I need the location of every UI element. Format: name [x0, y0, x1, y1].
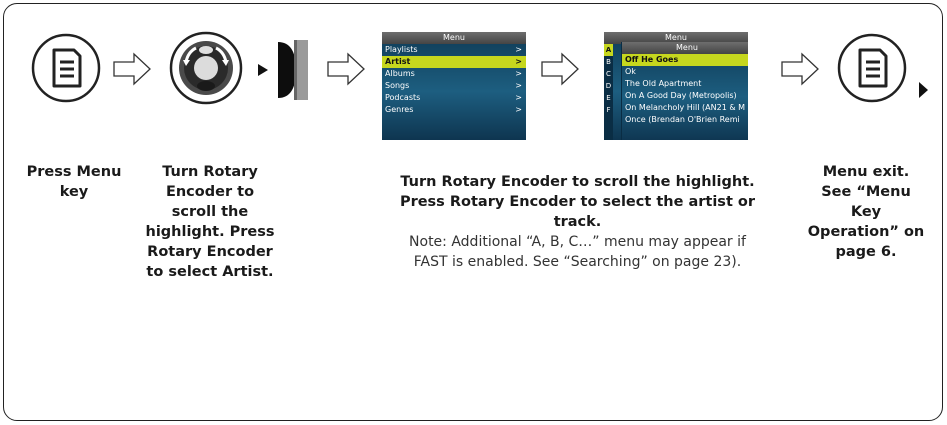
play-triangle-icon — [919, 82, 928, 98]
letter-menu-screen: Menu A B C D E F Menu Off He Goes Ok The… — [604, 32, 748, 140]
arrow-right-icon — [113, 52, 151, 86]
menu-item-albums[interactable]: Albums> — [385, 69, 522, 78]
track-item[interactable]: Once (Brendan O'Brien Remi — [625, 115, 740, 124]
letter-item[interactable]: A — [604, 44, 613, 56]
back-screen-title: Menu — [604, 32, 748, 44]
rotary-encoder-icon — [169, 31, 243, 105]
menu-item-artist[interactable]: Artist> — [382, 56, 526, 68]
caption-turn-encoder: Turn Rotary Encoder to scroll the highli… — [145, 164, 275, 280]
letter-item[interactable]: C — [606, 70, 611, 78]
caption-note: Note: Additional “A, B, C…” menu may app… — [409, 234, 746, 270]
track-item[interactable]: Off He Goes — [622, 54, 748, 66]
caption-press-menu: Press Menu key — [26, 164, 122, 200]
track-item[interactable]: On A Good Day (Metropolis) — [625, 91, 737, 100]
menu-screen: Menu Playlists> Artist> Albums> Songs> P… — [382, 32, 526, 140]
letter-item[interactable]: E — [606, 94, 611, 102]
arrow-right-icon — [541, 52, 579, 86]
menu-item-songs[interactable]: Songs> — [385, 81, 522, 90]
side-knob-icon — [258, 40, 308, 100]
screen-title: Menu — [382, 32, 526, 44]
caption-select-track: Turn Rotary Encoder to scroll the highli… — [390, 172, 765, 272]
letter-index: A B C D E F — [604, 44, 613, 140]
track-item[interactable]: Ok — [625, 67, 636, 76]
track-item[interactable]: The Old Apartment — [625, 79, 702, 88]
menu-key-icon — [31, 33, 101, 103]
letter-item[interactable]: B — [606, 58, 611, 66]
caption-menu-exit: Menu exit. See “Menu Key Operation” on p… — [807, 164, 925, 260]
letter-item[interactable]: F — [606, 106, 611, 114]
menu-item-genres[interactable]: Genres> — [385, 105, 522, 114]
menu-item-playlists[interactable]: Playlists> — [385, 45, 522, 54]
menu-key-icon — [837, 33, 907, 103]
caption-select-track-main: Turn Rotary Encoder to scroll the highli… — [399, 174, 756, 230]
track-item[interactable]: On Melancholy Hill (AN21 & M — [625, 103, 746, 112]
screen-title: Menu — [622, 42, 748, 54]
diagram-frame — [3, 3, 943, 421]
menu-item-podcasts[interactable]: Podcasts> — [385, 93, 522, 102]
arrow-right-icon — [781, 52, 819, 86]
arrow-right-icon — [327, 52, 365, 86]
letter-item[interactable]: D — [605, 82, 612, 90]
track-list-screen: Menu Off He Goes Ok The Old Apartment On… — [622, 42, 748, 140]
